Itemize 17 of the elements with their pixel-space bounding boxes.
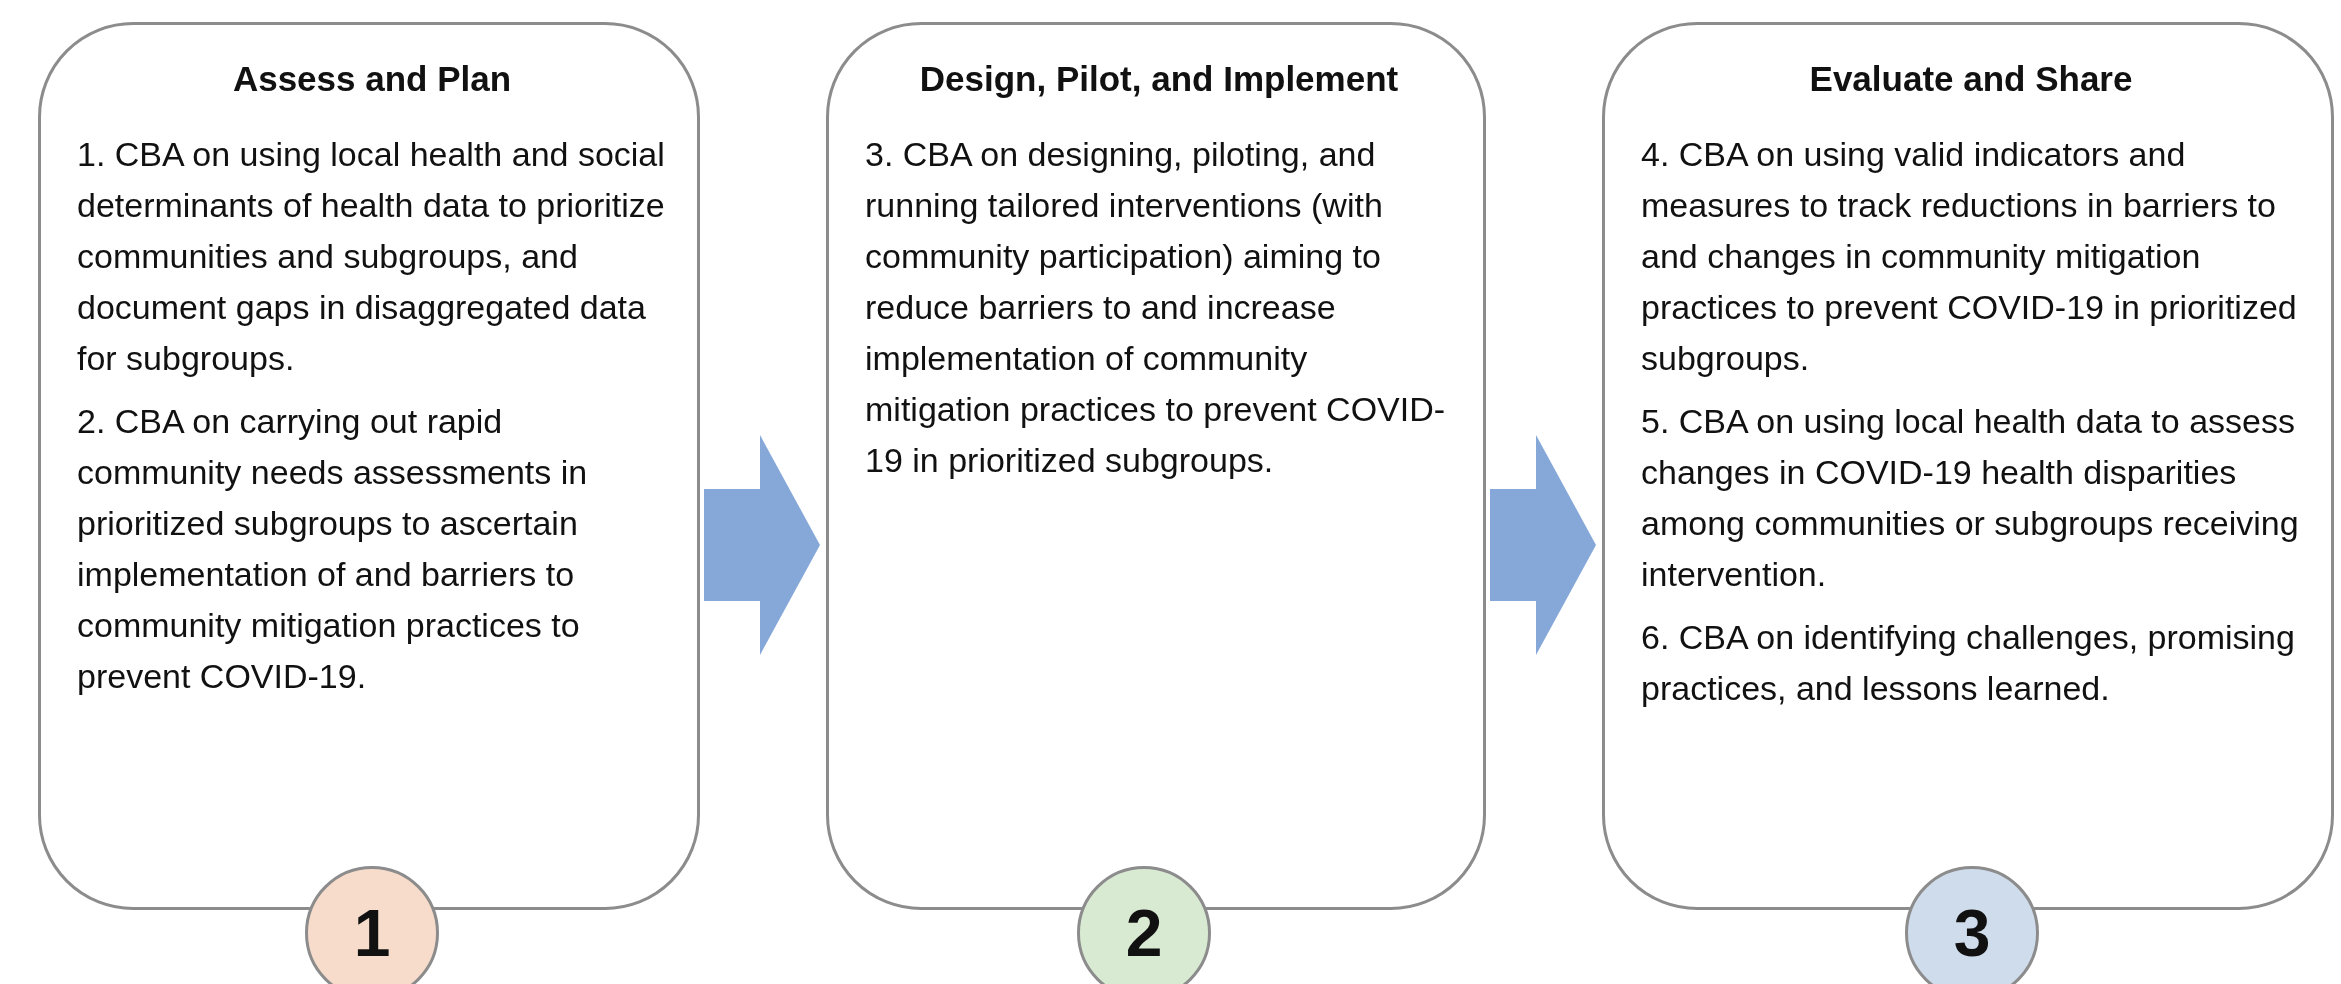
stage-card: [826, 22, 1486, 910]
block-arrow: [1490, 435, 1596, 655]
activity-text: 2. CBA on carrying out rapid community needs assessments in prioritized subgroups to ascertain implementation of and barriers to community mitigation practices to prevent COVID-19.: [77, 401, 589, 697]
stage-card: [1602, 22, 2334, 910]
stage-heading: Design, Pilot, and Implement: [918, 59, 1400, 99]
stage-card: [38, 22, 700, 910]
stage-heading: Evaluate and Share: [1808, 59, 2134, 99]
block-arrow: [704, 435, 820, 655]
step-number: 1: [353, 895, 391, 971]
activity-text: 6. CBA on identifying challenges, promising practices, and lessons learned.: [1641, 617, 2296, 709]
activity-text: 4. CBA on using valid indicators and measures to track reductions in barriers to and changes in community mitigation practices to prevent COVID-19 in prioritized subgroups.: [1641, 134, 2298, 379]
activity-text: 3. CBA on designing, piloting, and running tailored interventions (with community participation) aiming to reduce barriers to and increase implementation of community mitigation practices to prevent COVID-19 in prioritized subgroups.: [865, 134, 1447, 481]
activity-text: 5. CBA on using local health data to assess changes in COVID-19 health disparities among communities or subgroups receiving intervention.: [1641, 401, 2300, 595]
activity-text: 1. CBA on using local health and social determinants of health data to prioritize communities and subgroups, and document gaps in disaggregated data for subgroups.: [77, 134, 666, 379]
step-number: 3: [1953, 895, 1991, 971]
stage-heading: Assess and Plan: [231, 59, 513, 99]
step-number: 2: [1125, 895, 1163, 971]
